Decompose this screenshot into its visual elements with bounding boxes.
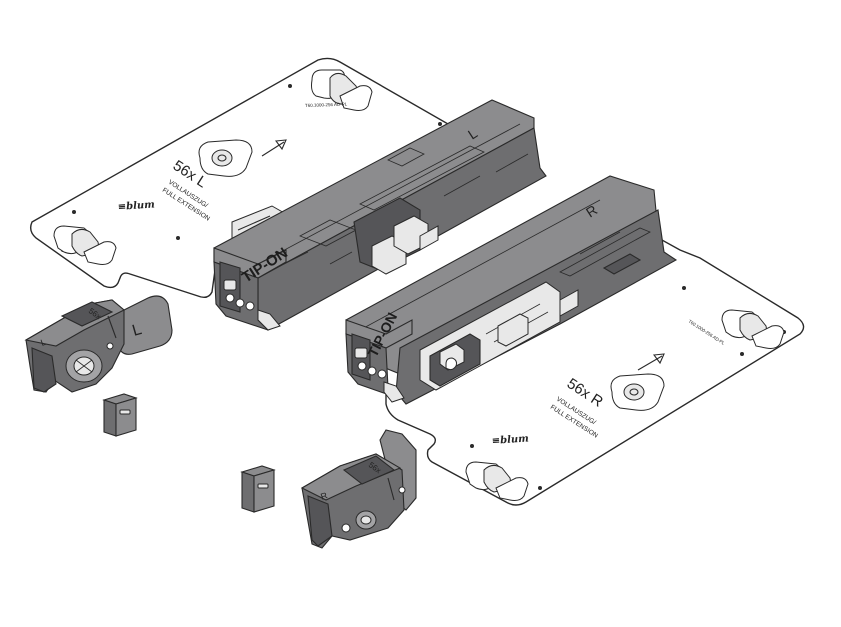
right-end-cap xyxy=(240,465,276,513)
left-bracket-side-letter: L xyxy=(39,337,47,348)
right-tip-on-unit: TIP-ON R xyxy=(345,175,678,405)
right-plate-cam-pad xyxy=(610,373,665,411)
left-end-cap xyxy=(102,393,138,437)
left-tip-on-unit: TIP-ON L xyxy=(213,99,547,331)
right-mounting-plate: 56x R VOLLAUSZUG/ FULL EXTENSION T60.100… xyxy=(385,239,805,506)
right-front-bracket: 56x R xyxy=(300,429,417,549)
left-front-bracket: L 56x L xyxy=(24,295,173,393)
right-plate-slot-bottom xyxy=(465,461,529,501)
right-plate-slot-top xyxy=(721,309,785,349)
left-plate-cam-pad xyxy=(198,139,253,177)
left-plate-slot-top xyxy=(311,69,373,111)
right-plate-direction-arrow xyxy=(637,353,665,371)
right-bracket-side-letter: R xyxy=(319,490,329,502)
left-plate-blum-logo: ≡blum xyxy=(117,199,155,213)
left-plate-code: T60.1000-256 AD-PL xyxy=(305,102,348,108)
left-plate-direction-arrow xyxy=(261,139,287,157)
right-plate-blum-logo: ≡blum xyxy=(491,433,529,447)
left-mounting-plate: 56x L VOLLAUSZUG/ FULL EXTENSION T60.100… xyxy=(29,57,457,299)
left-plate-slot-bottom xyxy=(53,225,117,265)
